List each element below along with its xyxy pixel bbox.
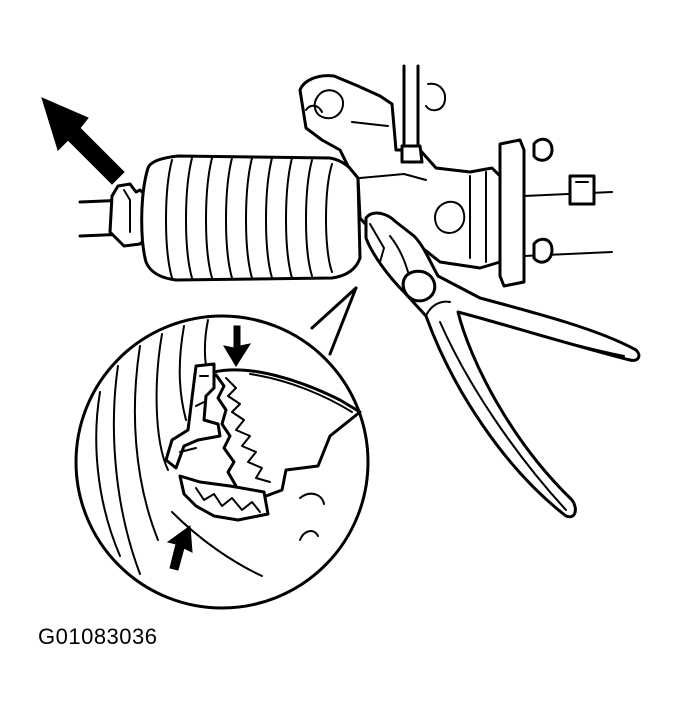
detail-arrow-bottom-icon bbox=[166, 525, 193, 571]
detail-callout bbox=[310, 286, 358, 356]
figure-code-label: G01083036 bbox=[38, 624, 158, 649]
mounting-bracket bbox=[498, 137, 613, 288]
pliers bbox=[364, 211, 641, 519]
detail-view bbox=[74, 314, 370, 610]
gear-housing bbox=[298, 74, 502, 270]
detail-arrow-top-icon bbox=[222, 325, 252, 367]
main-arrow-icon bbox=[41, 97, 125, 185]
input-shaft bbox=[400, 64, 446, 164]
rack-boot bbox=[140, 154, 362, 282]
